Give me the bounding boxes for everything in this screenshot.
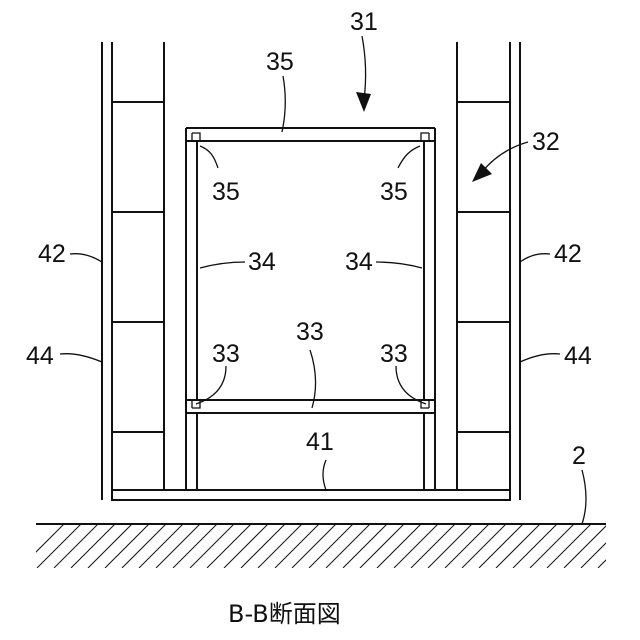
label-32: 32 xyxy=(532,128,560,156)
label-33-left: 33 xyxy=(212,340,240,368)
ground-hatch-line xyxy=(479,524,523,568)
label-33-right: 33 xyxy=(380,340,408,368)
ground-hatch-line xyxy=(54,524,98,568)
ground-hatch-line xyxy=(411,524,455,568)
leader-lines xyxy=(60,76,586,524)
base-plate xyxy=(112,490,510,500)
ground-hatch-line xyxy=(309,524,353,568)
label-44-right: 44 xyxy=(564,342,592,370)
ground-hatch-line xyxy=(360,524,404,568)
label-42-right: 42 xyxy=(554,240,582,268)
ground-hatch-line xyxy=(632,524,640,568)
ground-hatch-line xyxy=(37,524,81,568)
ground-hatch-line xyxy=(445,524,489,568)
ground-hatch-line xyxy=(428,524,472,568)
arrow-31 xyxy=(356,36,371,112)
left-wall xyxy=(102,42,186,500)
ground-hatch-line xyxy=(598,524,640,568)
ground-hatch-line xyxy=(122,524,166,568)
ground-hatch-line xyxy=(394,524,438,568)
ground-hatch-line xyxy=(88,524,132,568)
label-42-left: 42 xyxy=(38,240,66,268)
ground-hatch-line xyxy=(615,524,640,568)
right-wall xyxy=(435,42,520,500)
ground-hatch-line xyxy=(173,524,217,568)
label-41: 41 xyxy=(306,428,334,456)
ground-hatch-line xyxy=(547,524,591,568)
ground-hatch-line xyxy=(377,524,421,568)
label-35-left: 35 xyxy=(212,178,240,206)
ground-hatch-line xyxy=(326,524,370,568)
ground xyxy=(20,524,640,568)
ground-hatch-line xyxy=(564,524,608,568)
ground-hatch-line xyxy=(105,524,149,568)
ground-hatch-line xyxy=(581,524,625,568)
label-34-right: 34 xyxy=(345,248,373,276)
label-33-center: 33 xyxy=(296,318,324,346)
label-34-left: 34 xyxy=(248,248,276,276)
ground-hatch-line xyxy=(71,524,115,568)
ground-hatch-line xyxy=(20,524,64,568)
ground-hatch-line xyxy=(190,524,234,568)
ground-hatch-line xyxy=(241,524,285,568)
ground-hatch-line xyxy=(258,524,302,568)
ground-hatch-line xyxy=(513,524,557,568)
label-35-top: 35 xyxy=(266,48,294,76)
ground-hatch-line xyxy=(207,524,251,568)
ground-hatch-line xyxy=(292,524,336,568)
ground-hatch-line xyxy=(462,524,506,568)
figure-caption: B-B断面図 xyxy=(228,600,341,628)
ground-hatch-line xyxy=(496,524,540,568)
label-35-right: 35 xyxy=(380,178,408,206)
ground-hatch-line xyxy=(139,524,183,568)
ground-hatch-line xyxy=(156,524,200,568)
ground-hatch-line xyxy=(343,524,387,568)
label-31: 31 xyxy=(350,8,378,36)
ground-hatch-line xyxy=(224,524,268,568)
label-2: 2 xyxy=(572,442,586,470)
ground-hatch-line xyxy=(530,524,574,568)
label-44-left: 44 xyxy=(26,342,54,370)
ground-hatch-line xyxy=(275,524,319,568)
inner-frame xyxy=(186,128,435,413)
